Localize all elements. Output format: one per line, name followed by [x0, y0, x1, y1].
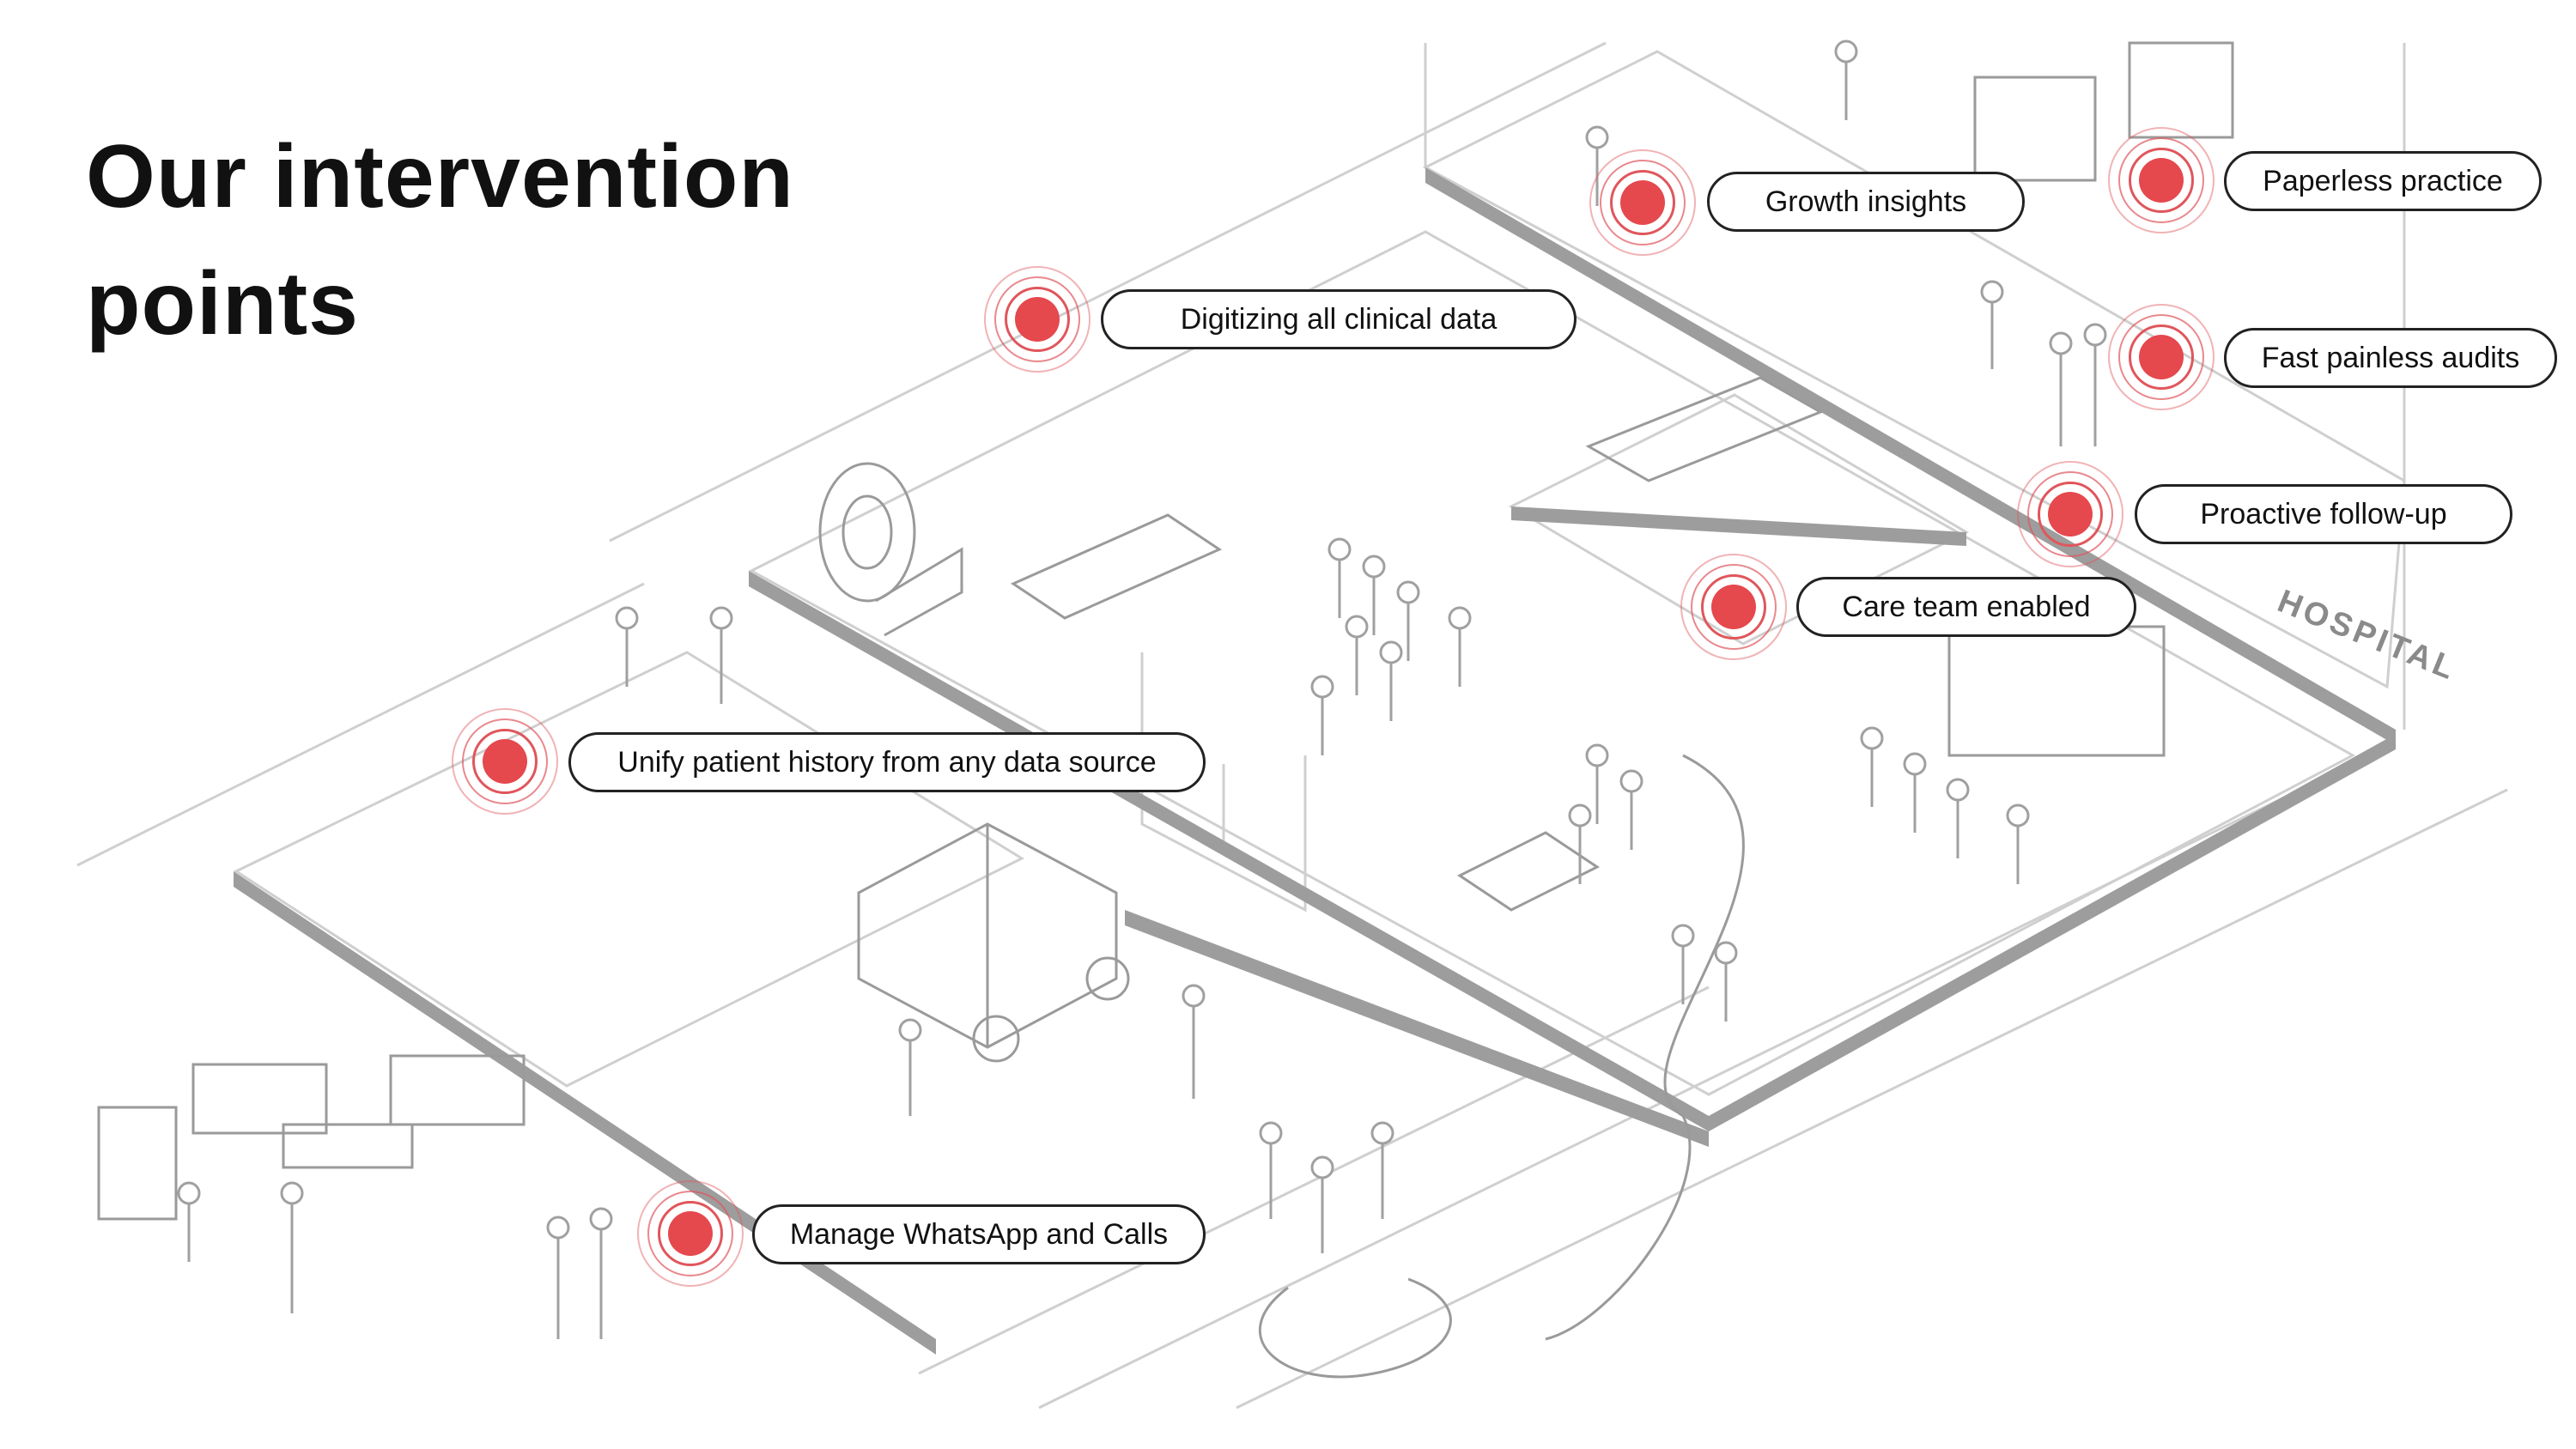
intervention-marker-unify-patient-history[interactable]	[452, 708, 558, 815]
intervention-marker-fast-painless-audits[interactable]	[2108, 304, 2215, 410]
hospital-sign: HOSPITAL	[2273, 583, 2463, 688]
page-title-line-1: Our intervention	[86, 127, 794, 227]
intervention-marker-digitizing-clinical-data[interactable]	[984, 266, 1091, 373]
page-title: Our intervention points	[86, 113, 794, 367]
intervention-marker-proactive-follow-up[interactable]	[2017, 461, 2123, 567]
callout-growth-insights[interactable]: Growth insights	[1707, 172, 2025, 232]
callout-manage-whatsapp-calls[interactable]: Manage WhatsApp and Calls	[752, 1204, 1206, 1264]
callout-paperless-practice[interactable]: Paperless practice	[2224, 151, 2542, 211]
callout-unify-patient-history[interactable]: Unify patient history from any data sour…	[568, 732, 1206, 792]
intervention-marker-manage-whatsapp-calls[interactable]	[637, 1180, 744, 1287]
intervention-marker-paperless-practice[interactable]	[2108, 127, 2215, 233]
callout-fast-painless-audits[interactable]: Fast painless audits	[2224, 328, 2557, 388]
callout-digitizing-clinical-data[interactable]: Digitizing all clinical data	[1101, 289, 1577, 349]
page-title-line-2: points	[86, 254, 359, 354]
callout-proactive-follow-up[interactable]: Proactive follow-up	[2135, 484, 2512, 544]
callout-care-team-enabled[interactable]: Care team enabled	[1796, 577, 2136, 637]
intervention-marker-care-team-enabled[interactable]	[1680, 554, 1787, 660]
intervention-marker-growth-insights[interactable]	[1589, 149, 1696, 256]
